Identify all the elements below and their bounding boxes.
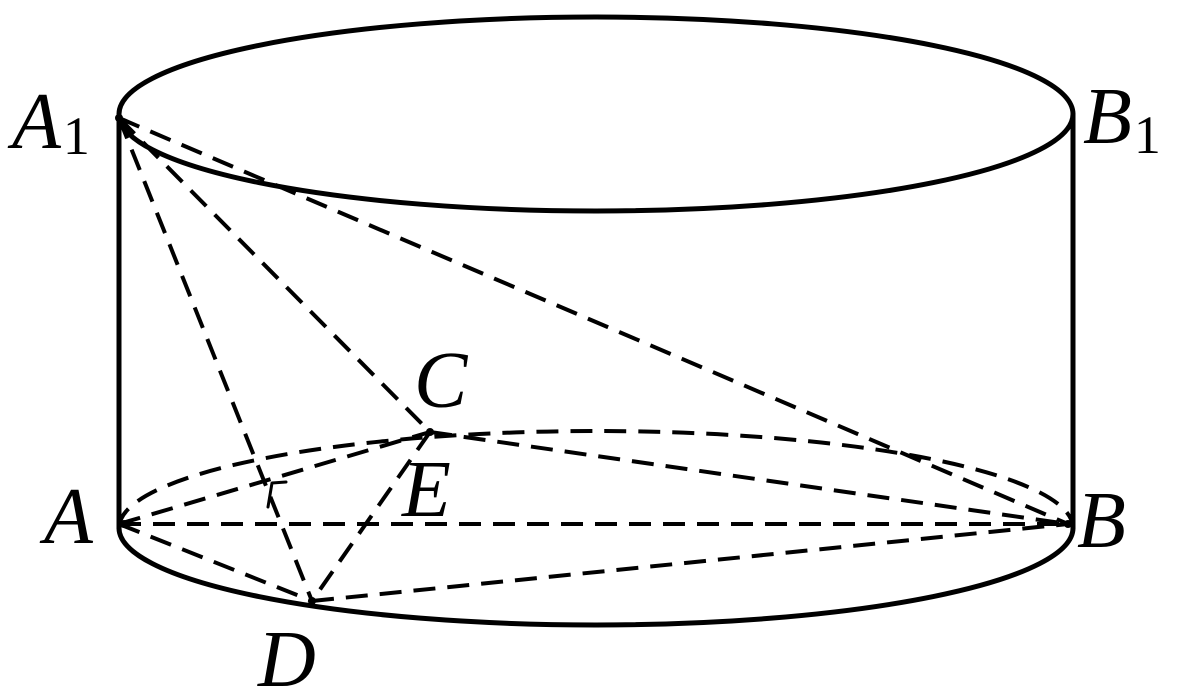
top-base-ellipse: [116, 14, 1076, 214]
label-B1: B1: [1083, 73, 1161, 165]
point-B: [1064, 520, 1072, 528]
bottom-base-back-arc: [117, 429, 1075, 529]
right-angle-mark-E: [266, 480, 288, 509]
point-A: [120, 520, 128, 528]
label-E: E: [401, 446, 451, 534]
segment-A-C: [118, 430, 431, 526]
bottom-base-front-arc: [116, 525, 1076, 628]
segment-C-D: [310, 430, 432, 603]
segment-C-B: [429, 430, 1069, 526]
point-D: [308, 597, 316, 605]
segment-A1-B: [118, 116, 1069, 526]
segment-A-D: [118, 522, 313, 603]
label-A: A: [39, 473, 94, 561]
label-C: C: [414, 337, 469, 425]
label-D: D: [257, 616, 316, 699]
segment-A1-C: [117, 116, 432, 434]
segment-D-B: [311, 522, 1069, 603]
point-C: [426, 428, 434, 436]
label-A1: A1: [7, 78, 90, 166]
label-B: B: [1077, 477, 1126, 565]
segment-A1-D: [117, 117, 314, 602]
point-A1: [115, 114, 123, 122]
